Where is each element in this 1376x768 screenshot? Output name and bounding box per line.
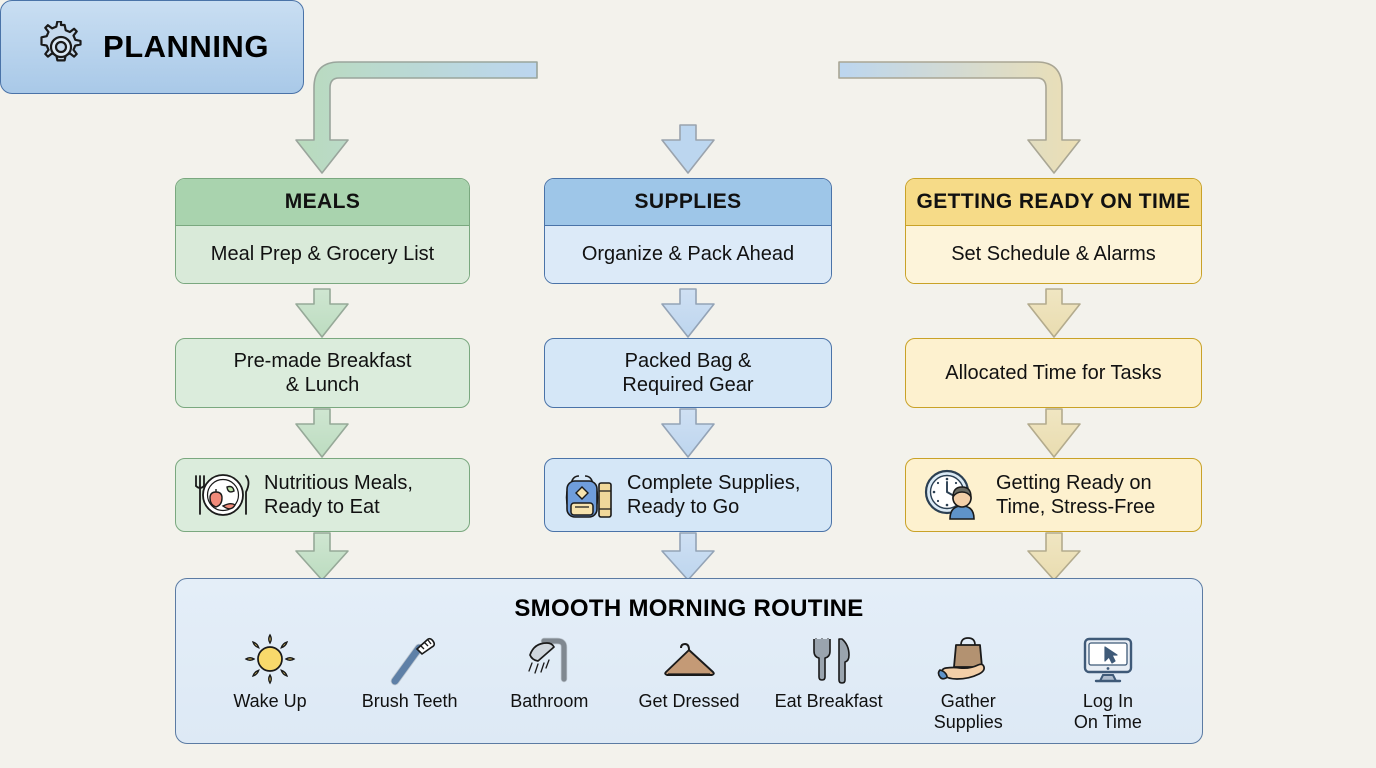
supplies-subtitle: Organize & Pack Ahead — [545, 226, 831, 283]
supplies-middle-line2: Required Gear — [622, 374, 754, 396]
hanger-icon — [621, 629, 757, 687]
getting-ready-outcome-line1: Getting Ready on — [996, 472, 1152, 494]
backpack-icon — [565, 475, 612, 518]
routine-step-gather-supplies[interactable]: Gather Supplies — [900, 629, 1036, 732]
gear-icon — [40, 21, 82, 62]
toothbrush-icon — [342, 629, 478, 687]
meals-outcome-line1: Nutritious Meals, — [264, 472, 413, 494]
routine-step-brush-teeth[interactable]: Brush Teeth — [342, 629, 478, 732]
meals-outcome-node[interactable]: Nutritious Meals, Ready to Eat — [175, 458, 470, 532]
routine-step-label: Wake Up — [233, 691, 307, 711]
supplies-outcome-node[interactable]: Complete Supplies, Ready to Go — [544, 458, 832, 532]
routine-step-label: Log In On Time — [1073, 691, 1142, 732]
supplies-header-label: SUPPLIES — [545, 179, 831, 226]
getting-ready-outcome-node[interactable]: Getting Ready on Time, Stress-Free — [905, 458, 1202, 532]
meals-header-label: MEALS — [176, 179, 469, 226]
planning-node[interactable]: PLANNING — [0, 0, 304, 94]
meals-outcome-line2: Ready to Eat — [264, 496, 380, 518]
smooth-morning-routine-banner[interactable]: SMOOTH MORNING ROUTINE — [175, 578, 1203, 744]
column-header-meals[interactable]: MEALS Meal Prep & Grocery List — [175, 178, 470, 284]
routine-step-eat-breakfast[interactable]: Eat Breakfast — [761, 629, 897, 732]
routine-step-bathroom[interactable]: Bathroom — [481, 629, 617, 732]
supplies-middle-line1: Packed Bag & — [624, 349, 752, 372]
getting-ready-middle-text: Allocated Time for Tasks — [945, 361, 1161, 385]
routine-step-log-in[interactable]: Log In On Time — [1040, 629, 1176, 732]
column-header-supplies[interactable]: SUPPLIES Organize & Pack Ahead — [544, 178, 832, 284]
routine-step-label: Eat Breakfast — [774, 691, 883, 711]
sun-icon — [202, 629, 338, 687]
supplies-outcome-text: Complete Supplies, Ready to Go — [627, 471, 800, 519]
supplies-middle-node[interactable]: Packed Bag & Required Gear — [544, 338, 832, 408]
fork-knife-icon — [761, 629, 897, 687]
banner-title: SMOOTH MORNING ROUTINE — [514, 595, 864, 622]
monitor-icon — [1040, 629, 1176, 687]
getting-ready-outcome-line2: Time, Stress-Free — [996, 496, 1156, 518]
getting-ready-middle-line1: Allocated Time for Tasks — [945, 361, 1162, 384]
getting-ready-middle-node[interactable]: Allocated Time for Tasks — [905, 338, 1202, 408]
meals-outcome-text: Nutritious Meals, Ready to Eat — [264, 471, 413, 519]
getting-ready-header-label: GETTING READY ON TIME — [906, 179, 1201, 226]
routine-step-label: Gather Supplies — [933, 691, 1003, 732]
meals-middle-line2: & Lunch — [285, 374, 360, 396]
routine-step-list: Wake Up Brush Teeth — [176, 623, 1202, 732]
supplies-middle-text: Packed Bag & Required Gear — [622, 349, 753, 398]
plate-with-food-icon — [195, 474, 250, 516]
meals-middle-text: Pre-made Breakfast & Lunch — [234, 349, 412, 398]
routine-step-label: Brush Teeth — [361, 691, 458, 711]
column-header-getting-ready[interactable]: GETTING READY ON TIME Set Schedule & Ala… — [905, 178, 1202, 284]
shower-icon — [481, 629, 617, 687]
supplies-outcome-line2: Ready to Go — [627, 496, 740, 518]
meals-middle-node[interactable]: Pre-made Breakfast & Lunch — [175, 338, 470, 408]
clock-person-icon — [924, 469, 975, 520]
meals-subtitle: Meal Prep & Grocery List — [176, 226, 469, 283]
meals-middle-line1: Pre-made Breakfast — [233, 349, 412, 372]
routine-step-label: Get Dressed — [638, 691, 740, 711]
routine-step-label: Bathroom — [510, 691, 589, 711]
getting-ready-outcome-text: Getting Ready on Time, Stress-Free — [996, 471, 1155, 519]
routine-step-wake-up[interactable]: Wake Up — [202, 629, 338, 732]
hand-bag-icon — [900, 629, 1036, 687]
supplies-outcome-line1: Complete Supplies, — [627, 472, 801, 494]
routine-step-get-dressed[interactable]: Get Dressed — [621, 629, 757, 732]
planning-title: PLANNING — [103, 29, 269, 64]
getting-ready-subtitle: Set Schedule & Alarms — [906, 226, 1201, 283]
